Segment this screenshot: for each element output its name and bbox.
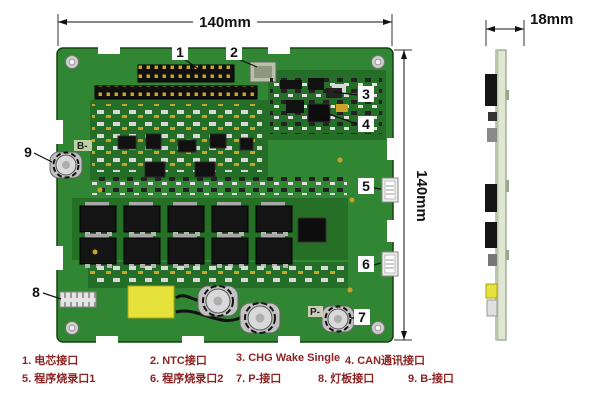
ic-row-upper — [117, 133, 254, 153]
b-minus-pad: B- — [49, 140, 92, 179]
legend-item-2: 2. NTC接口 — [150, 355, 207, 367]
callout-2: 2 — [230, 44, 238, 60]
p-minus-label: P- — [310, 307, 320, 318]
mounting-holes — [65, 55, 385, 335]
width-dimension-label: 140mm — [199, 14, 251, 31]
pcb-board-top-view: P- B- — [49, 44, 399, 347]
yellow-component — [127, 285, 175, 319]
callout-5: 5 — [362, 178, 370, 194]
smd-area-lower — [90, 264, 345, 282]
mosfet-bank — [79, 201, 327, 269]
legend-item-4: 4. CAN通讯接口 — [345, 355, 426, 367]
callout-leader-lines — [33, 58, 382, 321]
test-points — [92, 157, 355, 293]
board-edge-notches — [52, 44, 398, 347]
connector-strip-row — [94, 85, 258, 100]
light-board-connector — [59, 291, 97, 308]
program-port-1-connector — [381, 177, 399, 203]
smd-area-middle — [92, 175, 347, 195]
power-pads — [175, 285, 281, 334]
callout-9: 9 — [24, 144, 32, 160]
p-minus-pad: P- — [308, 305, 355, 333]
callout-4: 4 — [362, 116, 370, 132]
ntc-connector — [249, 61, 277, 83]
chg-wake-and-can-components — [280, 78, 348, 123]
ic-middle-left — [144, 161, 166, 178]
pcb-board-side-view — [485, 49, 509, 341]
legend-item-6: 6. 程序烧录口2 — [150, 373, 224, 385]
legend-item-1: 1. 电芯接口 — [22, 355, 79, 367]
legend-item-3: 3. CHG Wake Single — [236, 352, 341, 364]
callout-8: 8 — [32, 284, 40, 300]
width-dimension — [57, 12, 393, 46]
callout-6: 6 — [362, 256, 370, 272]
height-dimension-label: 140mm — [413, 170, 430, 222]
thickness-dimension-label: 18mm — [530, 11, 573, 28]
legend-item-9: 9. B-接口 — [408, 373, 454, 385]
legend-item-7: 7. P-接口 — [236, 373, 282, 385]
callout-3: 3 — [362, 86, 370, 102]
callout-1: 1 — [176, 44, 184, 60]
thickness-dimension — [485, 20, 525, 46]
program-port-2-connector — [381, 251, 399, 277]
legend-item-8: 8. 灯板接口 — [318, 373, 375, 385]
b-minus-label: B- — [77, 141, 88, 152]
callout-7: 7 — [358, 309, 366, 325]
legend-item-5: 5. 程序烧录口1 — [22, 373, 96, 385]
callout-badges — [172, 44, 374, 325]
ic-middle-right — [194, 161, 216, 178]
height-dimension — [394, 49, 412, 341]
cell-interface-header — [137, 64, 235, 83]
